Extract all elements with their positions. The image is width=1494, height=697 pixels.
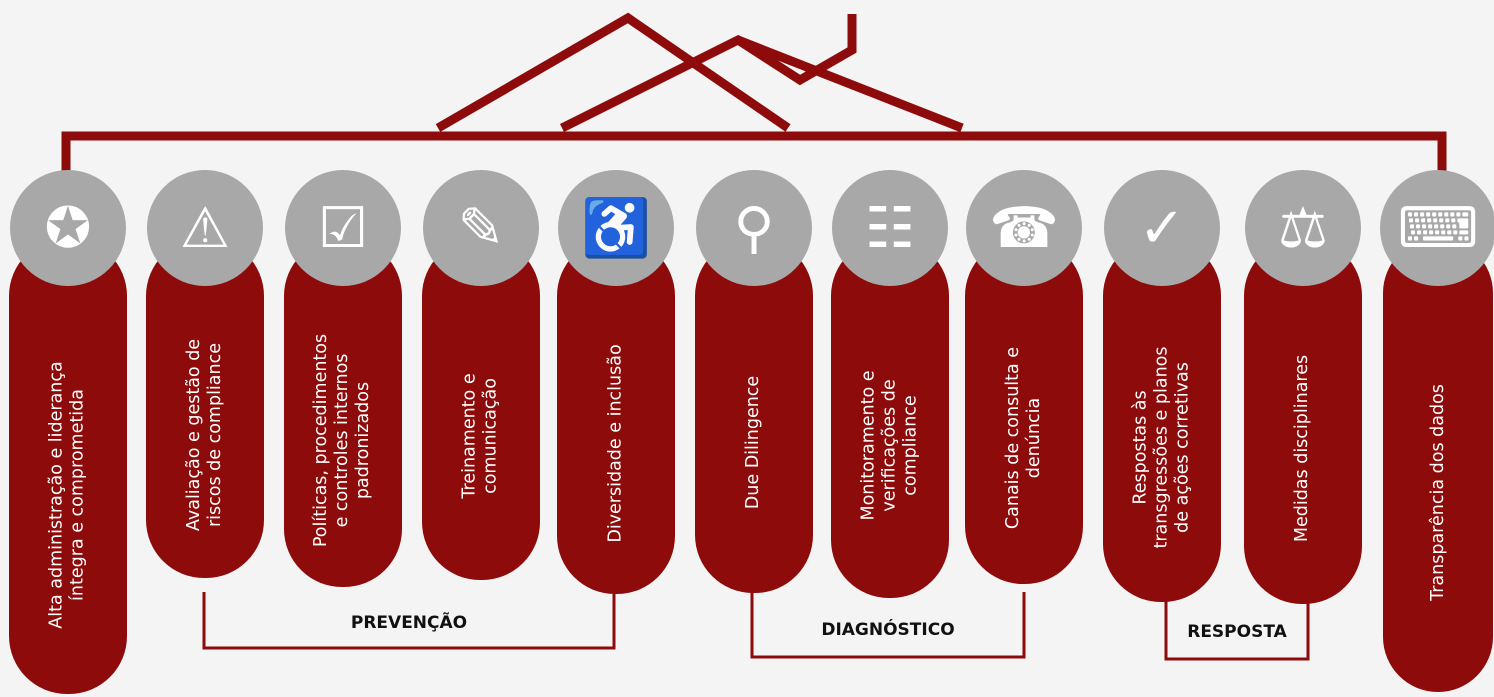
roof-right-slope xyxy=(736,35,964,133)
pillar-2-label: Avaliação e gestão de riscos de complian… xyxy=(184,338,225,532)
bracket-diagnostico xyxy=(750,592,1026,659)
due-diligence-icon: ⚲ xyxy=(696,170,812,286)
pillar-5-background xyxy=(557,238,675,594)
group-label-prevencao: PREVENÇÃO xyxy=(350,613,468,633)
pillar-5: Diversidade e inclusão xyxy=(557,300,675,586)
risk-icon: ⚠ xyxy=(147,170,263,286)
helpline-icon: ☎ xyxy=(966,170,1082,286)
bracket-prevencao xyxy=(202,592,616,650)
pillar-2: Avaliação e gestão de riscos de complian… xyxy=(146,300,264,570)
monitoring-icon: ☷ xyxy=(832,170,948,286)
policies-icon: ☑ xyxy=(285,170,401,286)
pillar-7-background xyxy=(831,238,949,598)
pillar-11: Transparência dos dados xyxy=(1383,300,1493,684)
group-label-resposta: RESPOSTA xyxy=(1187,622,1287,642)
roof-beam xyxy=(61,131,1447,172)
pillar-1: Alta administração e liderança íntegra e… xyxy=(9,300,127,690)
pillar-3-label: Políticas, procedimentos e controles int… xyxy=(311,333,374,547)
data-transparency-icon: ⌨ xyxy=(1380,170,1494,286)
pillar-6-label: Due Dilingence xyxy=(743,375,764,510)
pillar-4-background xyxy=(422,238,540,580)
pillar-4-label: Treinamento e comunicação xyxy=(460,373,501,499)
roof-chimney-outline xyxy=(559,14,857,133)
pillar-8: Canais de consulta e denúncia xyxy=(965,300,1083,576)
pillar-7-label: Monitoramento e verificações de complian… xyxy=(858,369,921,521)
pillar-9: Respostas às transgressões e planos de a… xyxy=(1103,300,1221,594)
roof-outline xyxy=(435,12,791,132)
pillar-6: Due Dilingence xyxy=(695,300,813,585)
leadership-icon: ✪ xyxy=(10,170,126,286)
pillar-10: Medidas disciplinares xyxy=(1244,300,1362,596)
pillar-4: Treinamento e comunicação xyxy=(422,300,540,572)
pillar-11-label: Transparência dos dados xyxy=(1427,383,1448,601)
pillar-1-background xyxy=(9,238,127,694)
pillar-1-label: Alta administração e liderança íntegra e… xyxy=(47,361,89,629)
diversity-icon: ♿ xyxy=(558,170,674,286)
bracket-resposta xyxy=(1164,600,1310,661)
pillar-5-label: Diversidade e inclusão xyxy=(605,343,626,543)
pillar-3: Políticas, procedimentos e controles int… xyxy=(284,300,402,580)
pillar-10-label: Medidas disciplinares xyxy=(1292,354,1313,542)
pillar-9-background xyxy=(1103,238,1221,602)
group-label-diagnostico: DIAGNÓSTICO xyxy=(821,620,955,640)
disciplinary-icon: ⚖ xyxy=(1245,170,1361,286)
pillar-10-background xyxy=(1244,238,1362,604)
pillar-3-background xyxy=(284,238,402,587)
pillar-8-label: Canais de consulta e denúncia xyxy=(1003,346,1044,530)
corrective-actions-icon: ✓ xyxy=(1104,170,1220,286)
pillar-6-background xyxy=(695,238,813,593)
training-icon: ✎ xyxy=(423,170,539,286)
pillar-11-background xyxy=(1383,238,1493,692)
pillar-2-background xyxy=(146,238,264,578)
pillar-9-label: Respostas às transgressões e planos de a… xyxy=(1130,345,1193,549)
pillar-7: Monitoramento e verificações de complian… xyxy=(831,300,949,590)
pillar-8-background xyxy=(965,238,1083,584)
